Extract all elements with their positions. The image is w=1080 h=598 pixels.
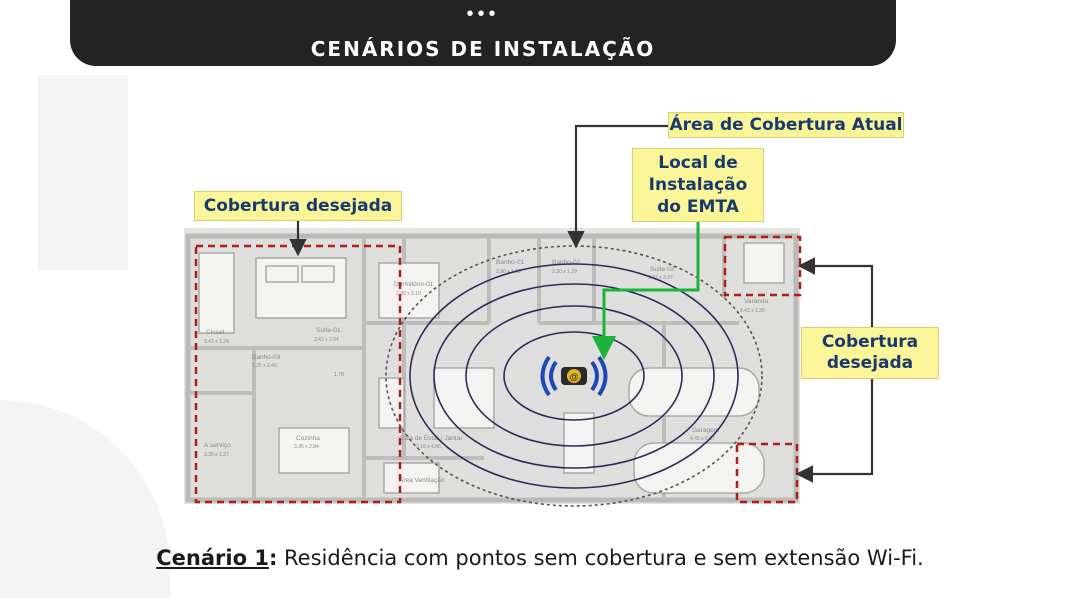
caption-text: Residência com pontos sem cobertura e se… [277, 546, 924, 570]
coverage-ring-outer [385, 245, 763, 507]
caption-colon: : [268, 546, 278, 570]
desired-coverage-top-right-region [723, 235, 802, 297]
room-cozinha: Cozinha [296, 435, 320, 442]
arrow-local-instalacao [592, 222, 700, 360]
room-varanda-dim: 3.43 x 1.30 [740, 308, 765, 314]
desired-coverage-left-region [194, 244, 402, 504]
room-varanda: Varanda [744, 298, 768, 305]
room-dormitorio: Dormitório-01 [394, 281, 434, 288]
header-bar: ••• CENÁRIOS DE INSTALAÇÃO [70, 0, 896, 66]
room-suite01-dim: 3.43 x 2.04 [314, 337, 339, 343]
label-local-instalacao-line1: Local de [658, 153, 738, 173]
pointer-arrows [289, 124, 874, 483]
label-cobertura-desejada-right: Cobertura desejada [801, 327, 939, 379]
room-aservico-dim: 3.35 x 1.37 [204, 452, 229, 458]
room-closet-dim: 3.43 x 1.24 [204, 339, 229, 345]
room-banho01-dim: 2.90 x 1.29 [496, 269, 521, 275]
room-sala-dim: 3.16 x 4.86 [416, 444, 441, 450]
room-closet: Closet [206, 329, 225, 336]
room-suite01: Suíte-01 [316, 327, 341, 334]
watermark-bar [38, 75, 128, 270]
room-garagem: Garagem [692, 427, 719, 434]
label-cobertura-desejada-right-line1: Cobertura [821, 332, 919, 352]
desired-coverage-bottom-right-region [735, 442, 799, 504]
room-cozinha-dim: 3.35 x 2.84 [294, 444, 319, 450]
room-banho03-dim: 1.25 x 2.40 [252, 363, 277, 369]
coverage-ring-1 [503, 331, 645, 421]
arrow-area-cobertura-atual [567, 124, 668, 249]
caption-lead: Cenário 1 [156, 546, 269, 570]
emta-router-icon: @ [540, 355, 608, 397]
floor-plan: Closet 3.43 x 1.24 Suíte-01 3.43 x 2.04 … [184, 228, 800, 504]
label-local-instalacao: Local de Instalação do EMTA [632, 148, 764, 222]
label-cobertura-desejada-right-line2: desejada [826, 353, 914, 373]
page-title: CENÁRIOS DE INSTALAÇÃO [310, 37, 656, 61]
room-sala: Sala de Estar / Jantar [400, 435, 463, 442]
floor-plan-drawing: Closet 3.43 x 1.24 Suíte-01 3.43 x 2.04 … [185, 233, 799, 503]
coverage-ring-2 [465, 305, 683, 447]
coverage-ring-3 [433, 283, 715, 469]
room-banho03: Banho-03 [252, 354, 281, 361]
room-garagem-dim: 4.45 x 6.37 [690, 436, 715, 442]
arrow-cobertura-desejada-bottom [795, 378, 874, 483]
header-dots: ••• [466, 3, 500, 25]
coverage-ring-4 [409, 263, 739, 489]
room-banho02: Banho-02 [552, 259, 581, 266]
arrow-cobertura-desejada-top [797, 257, 874, 328]
room-banho01: Banho-01 [496, 259, 525, 266]
room-banho02-dim: 2.30 x 1.29 [552, 269, 577, 275]
label-cobertura-desejada-left: Cobertura desejada [194, 191, 402, 221]
scenario-caption: Cenário 1: Residência com pontos sem cob… [0, 546, 1080, 570]
label-area-cobertura-atual: Área de Cobertura Atual [668, 112, 904, 138]
svg-text:@: @ [570, 372, 579, 382]
room-ventilacao: Área Ventilação [399, 475, 445, 484]
room-dormitorio-dim: 2.90 x 3.10 [396, 291, 421, 297]
room-aservico: A.serviço [204, 442, 231, 449]
coverage-rings [385, 245, 763, 507]
room-labels: Closet 3.43 x 1.24 Suíte-01 3.43 x 2.04 … [204, 259, 768, 484]
room-dim-178: 1.78 [334, 372, 344, 378]
label-local-instalacao-line3: do EMTA [657, 197, 739, 217]
room-suite02: Suíte-02 [650, 266, 675, 273]
label-local-instalacao-line2: Instalação [648, 175, 748, 195]
room-suite02-dim: 3.43 x 3.37 [648, 275, 673, 281]
